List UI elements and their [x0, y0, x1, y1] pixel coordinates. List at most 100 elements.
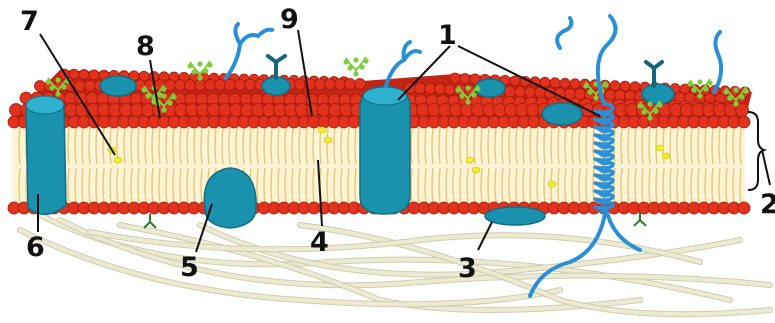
glycoprotein-chain-left — [226, 24, 272, 78]
glycolipid-7-sugar-4 — [647, 101, 652, 106]
head-back-b-635 — [630, 82, 640, 92]
cholesterol-8 — [656, 145, 664, 151]
glycolipid-4-sugar-2 — [359, 64, 364, 69]
glycolipid-4-sugar-5 — [363, 58, 368, 63]
callout-5: 5 — [180, 252, 199, 283]
glycolipid-0-sugar-4 — [55, 77, 60, 82]
glycolipid-9-sugar-5 — [743, 88, 748, 93]
glycolipid-0-sugar-0 — [55, 91, 60, 96]
callout-4: 4 — [310, 227, 329, 258]
callout-2: 2 — [760, 189, 775, 220]
glycolipid-7-sugar-1 — [641, 109, 646, 114]
cholesterol-3 — [324, 137, 332, 143]
glycolipid-8-sugar-1 — [691, 87, 696, 92]
head-back-b-465 — [460, 73, 470, 83]
glycolipid-1-sugar-3 — [141, 87, 146, 92]
head-front-744 — [738, 116, 750, 128]
head-back-a-94 — [89, 70, 99, 80]
head-back-d-420 — [415, 83, 426, 94]
head-back-d-440 — [435, 84, 446, 95]
glycolipid-9-sugar-4 — [733, 87, 738, 92]
glycolipid-4-sugar-4 — [353, 57, 358, 62]
peripheral-protein-lower-right — [485, 207, 545, 225]
glycolipid-8-sugar-2 — [703, 86, 708, 91]
head-back-c-190 — [185, 80, 196, 91]
head-back-c-90 — [85, 80, 96, 91]
glycolipid-2-sugar-5 — [171, 94, 176, 99]
glycolipid-3-sugar-5 — [207, 62, 212, 67]
glycolipid-2-sugar-2 — [167, 100, 172, 105]
callout-7: 7 — [20, 6, 39, 37]
head-back-e-92 — [86, 92, 98, 104]
glycolipid-5-sugar-3 — [455, 87, 460, 92]
glycolipid-3-sugar-3 — [187, 63, 192, 68]
head-back-c-180 — [175, 80, 186, 91]
glycolipid-1-sugar-1 — [145, 93, 150, 98]
glycolipid-4-sugar-3 — [343, 59, 348, 64]
glycolipid-9-sugar-1 — [727, 95, 732, 100]
glycoprotein-stalk-2 — [646, 62, 662, 86]
cholesterol-2 — [318, 127, 326, 133]
cholesterol-6 — [472, 167, 480, 173]
glycolipid-7-sugar-3 — [637, 103, 642, 108]
glycolipid-8-sugar-4 — [697, 79, 702, 84]
head-back-d-530 — [525, 87, 536, 98]
head-back-c-80 — [75, 80, 86, 91]
glycolipid-0-sugar-3 — [45, 79, 50, 84]
cytoskeleton-filaments — [20, 215, 770, 314]
glycolipid-3-sugar-1 — [191, 69, 196, 74]
head-back-c-240 — [235, 79, 246, 90]
glycolipid-6-sugar-0 — [593, 95, 598, 100]
head-back-b-545 — [540, 77, 550, 87]
glycolipid-4-sugar-1 — [347, 65, 352, 70]
head-back-c-350 — [345, 79, 356, 90]
head-back-b-615 — [610, 81, 620, 91]
glycolipid-5-sugar-2 — [471, 92, 476, 97]
head-back-b-565 — [560, 78, 570, 88]
head-back-d-520 — [515, 86, 526, 97]
glycolipid-lower-0 — [144, 214, 156, 228]
glycolipid-8-sugar-5 — [707, 80, 712, 85]
surface-protein-4 — [542, 103, 582, 125]
glycolipid-2-sugar-0 — [161, 107, 166, 112]
glycolipid-9-sugar-3 — [723, 89, 728, 94]
glycolipid-5-sugar-4 — [465, 85, 470, 90]
glycolipid-5-sugar-1 — [459, 93, 464, 98]
surface-protein-1 — [100, 76, 136, 96]
head-back-c-320 — [315, 79, 326, 90]
head-back-c-40 — [35, 81, 46, 92]
head-back-b-575 — [570, 79, 580, 89]
cholesterol-7 — [548, 181, 556, 187]
glycolipid-7-sugar-2 — [653, 108, 658, 113]
glycolipid-1-sugar-5 — [161, 86, 166, 91]
glycolipid-7-sugar-0 — [647, 115, 652, 120]
head-back-c-340 — [335, 79, 346, 90]
integral-protein-center-top — [363, 87, 407, 105]
glycolipid-4-sugar-0 — [353, 71, 358, 76]
glycolipid-8-sugar-3 — [687, 81, 692, 86]
glycolipid-5-sugar-5 — [475, 86, 480, 91]
glycolipid-3-sugar-0 — [197, 75, 202, 80]
head-back-b-515 — [510, 76, 520, 86]
leader-line-2 — [762, 150, 770, 185]
head-back-c-250 — [245, 79, 256, 90]
glycolipid-9-sugar-0 — [733, 101, 738, 106]
glycolipid-0-sugar-1 — [49, 85, 54, 90]
head-back-b-625 — [620, 81, 630, 91]
head-back-b-455 — [450, 73, 460, 83]
head-back-b-555 — [550, 78, 560, 88]
head-back-c-360 — [355, 79, 366, 90]
glycolipid-5-sugar-0 — [465, 99, 470, 104]
head-back-d-450 — [445, 84, 456, 95]
glycolipid-0-sugar-2 — [61, 84, 66, 89]
glycolipid-6-sugar-5 — [603, 82, 608, 87]
glycolipid-6-sugar-3 — [583, 83, 588, 88]
callout-3: 3 — [458, 253, 477, 284]
glycoprotein-stalk-1 — [268, 56, 285, 78]
head-back-c-330 — [325, 79, 336, 90]
head-back-d-430 — [425, 83, 436, 94]
glycolipid-3-sugar-4 — [197, 61, 202, 66]
channel-protein-left-top — [26, 96, 64, 114]
surface-protein-5 — [642, 84, 674, 104]
